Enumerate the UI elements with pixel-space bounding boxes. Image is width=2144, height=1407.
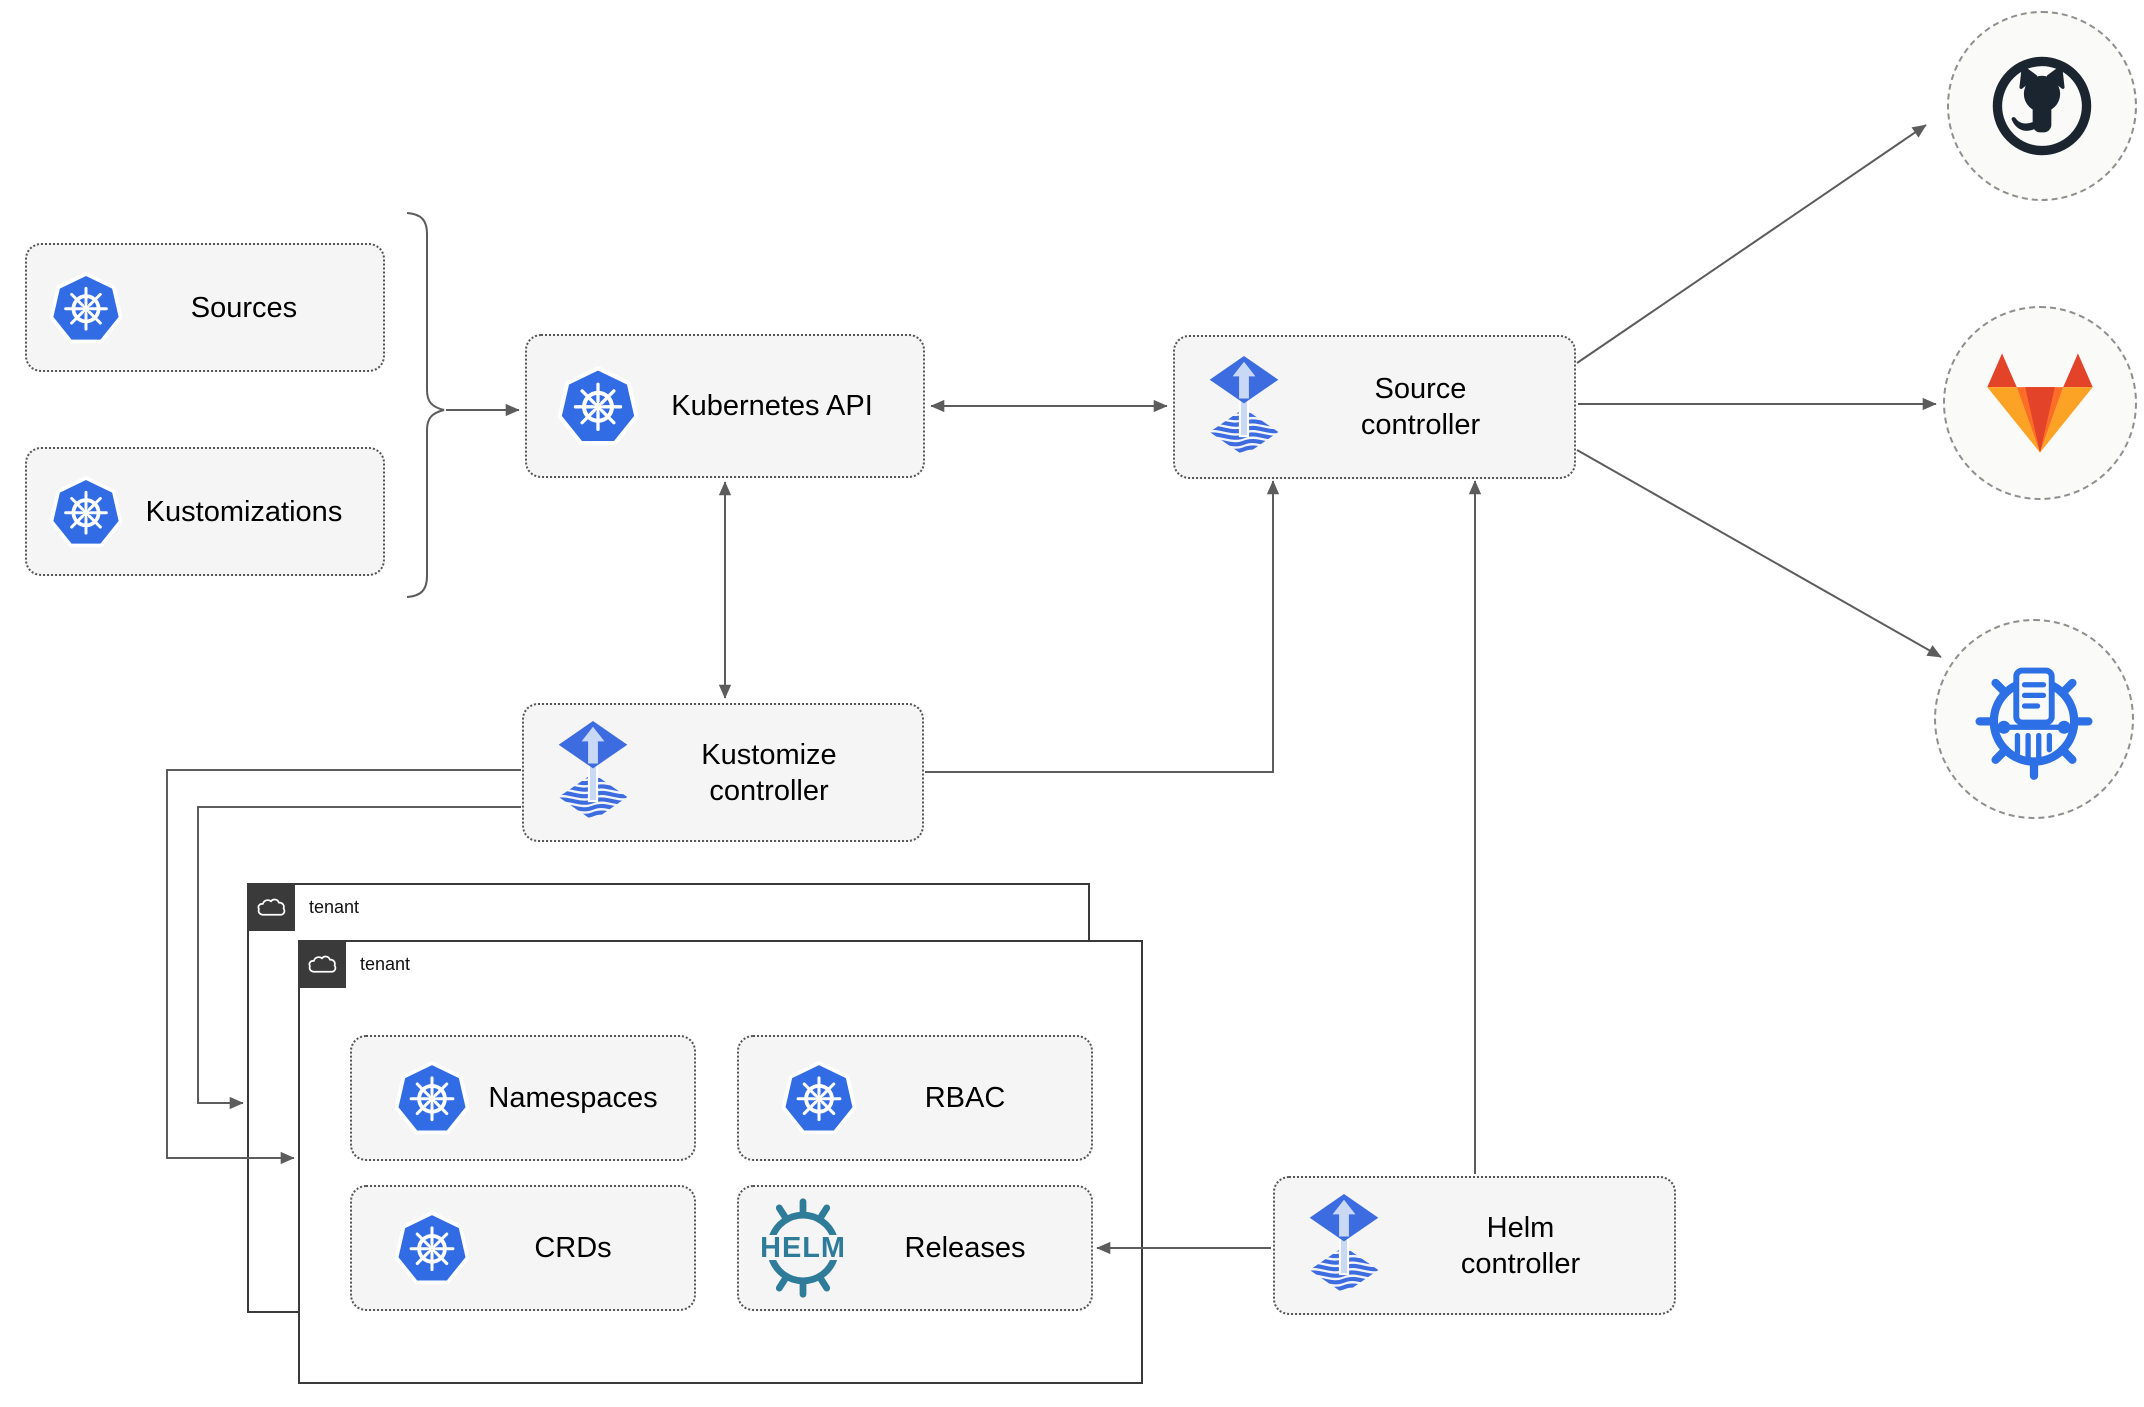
helm-icon: HELM <box>749 1194 857 1302</box>
node-namespaces-label: Namespaces <box>488 1082 658 1114</box>
arrow-source-to-helm-repository <box>1576 449 1942 658</box>
node-kustomize-controller: Kustomize controller <box>522 703 924 842</box>
tenant-container-front <box>298 940 1143 1384</box>
node-kubernetes-api-label: Kubernetes API <box>671 390 873 422</box>
kubernetes-icon <box>557 365 639 447</box>
node-crds: CRDs <box>350 1185 696 1311</box>
node-releases-label: Releases <box>904 1232 1026 1264</box>
kubernetes-icon <box>394 1210 470 1286</box>
brace-sources-group <box>406 212 445 598</box>
cloud-icon <box>307 954 338 975</box>
node-crds-label: CRDs <box>534 1232 612 1264</box>
node-source-controller: Source controller <box>1173 335 1576 479</box>
chartmuseum-icon <box>1969 654 2099 784</box>
flux-icon <box>1303 1194 1385 1297</box>
node-sources-label: Sources <box>190 291 298 324</box>
flux-icon <box>1203 356 1285 459</box>
node-rbac-label: RBAC <box>924 1082 1006 1114</box>
gitlab-icon <box>1982 349 2098 457</box>
flux-icon <box>552 721 634 824</box>
node-source-controller-label: Source controller <box>1360 373 1481 441</box>
kubernetes-icon <box>394 1060 470 1136</box>
node-rbac: RBAC <box>737 1035 1093 1161</box>
arrow-source-to-github <box>1576 124 1927 364</box>
node-namespaces: Namespaces <box>350 1035 696 1161</box>
node-kustomize-controller-label: Kustomize controller <box>701 738 837 807</box>
kubernetes-icon <box>49 271 123 345</box>
node-kustomizations: Kustomizations <box>25 447 385 576</box>
endpoint-helm-repository <box>1934 619 2134 819</box>
helm-logo-text: HELM <box>760 1232 846 1264</box>
node-releases: HELM Releases <box>737 1185 1093 1311</box>
node-kustomizations-label: Kustomizations <box>145 495 343 528</box>
node-kubernetes-api: Kubernetes API <box>525 334 925 478</box>
node-sources: Sources <box>25 243 385 372</box>
kubernetes-icon <box>781 1060 857 1136</box>
cloud-icon <box>256 897 287 918</box>
node-helm-controller-label: Helm controller <box>1460 1211 1581 1280</box>
tenant-back-tab <box>247 883 295 931</box>
tenant-front-tab <box>298 940 346 988</box>
tenant-back-label: tenant <box>309 897 360 917</box>
endpoint-gitlab <box>1943 306 2137 500</box>
endpoint-github <box>1947 11 2137 201</box>
kubernetes-icon <box>49 475 123 549</box>
node-helm-controller: Helm controller <box>1273 1176 1676 1315</box>
github-icon <box>1987 51 2097 161</box>
arrow-kustomize-to-source-controller <box>925 480 1280 773</box>
tenant-front-label: tenant <box>360 954 411 974</box>
